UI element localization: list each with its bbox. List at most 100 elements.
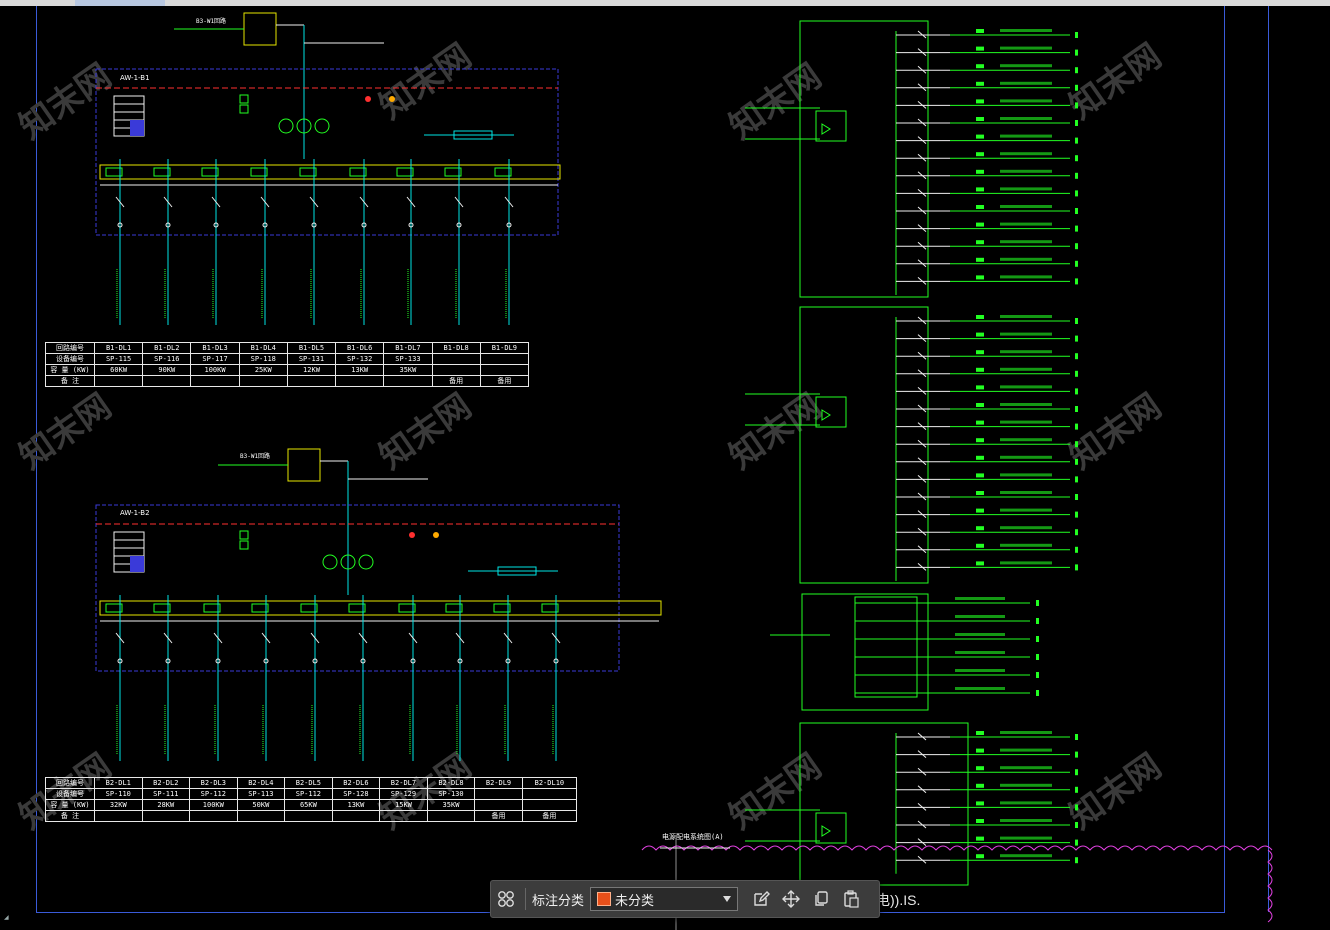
- feeder-node: [165, 222, 171, 228]
- distribution-panel: [799, 722, 969, 886]
- meter-box: [153, 603, 171, 613]
- feeder-breaker: [408, 632, 418, 644]
- row-header-cell: 备 注: [45, 810, 95, 822]
- legend-fill: [130, 120, 144, 136]
- feeder-breaker: [261, 632, 271, 644]
- branch-end-mark: [1075, 155, 1078, 162]
- table-cell: [142, 375, 192, 387]
- table-cell: B2-DL5: [284, 777, 333, 789]
- branch-breaker: [917, 316, 927, 325]
- branch-end-mark: [1075, 857, 1078, 864]
- branch-spec: [1000, 152, 1052, 156]
- bottom-system-title: 电源配电系统图(A): [662, 833, 724, 841]
- table-cell: B2-DL2: [141, 777, 191, 789]
- branch-breaker: [917, 206, 927, 215]
- distribution-panel-small: [801, 593, 929, 711]
- branch-spec: [1000, 819, 1052, 822]
- branch-label: [976, 332, 984, 337]
- branch-end-mark: [1075, 441, 1078, 448]
- table-cell: [431, 353, 481, 365]
- branch-breaker: [917, 241, 927, 250]
- title-block-border-outer: [1268, 6, 1269, 912]
- meter-box: [349, 167, 367, 177]
- branch-breaker: [917, 457, 927, 466]
- drawing-caption-partial: 电)).IS.: [876, 892, 921, 908]
- branch-spec: [1000, 491, 1052, 494]
- feeder-node: [117, 658, 123, 664]
- feeder-node: [262, 222, 268, 228]
- red-indicator-icon: [409, 532, 415, 538]
- branch-label: [976, 187, 984, 192]
- branch-spec: [1000, 854, 1052, 858]
- branch-spec: [955, 615, 1005, 618]
- feeder-node: [410, 658, 416, 664]
- table-cell: SP-115: [93, 353, 144, 365]
- branch-label: [976, 766, 984, 771]
- branch-spec: [1000, 46, 1052, 50]
- branch-label: [976, 385, 984, 390]
- cabinet-outline: [95, 504, 620, 672]
- row-header-cell: 设备编号: [45, 353, 95, 365]
- table-cell: [479, 353, 530, 365]
- table-cell: SP-112: [189, 788, 238, 800]
- feeder-node: [312, 658, 318, 664]
- feeder-node: [165, 658, 171, 664]
- branch-breaker: [917, 48, 927, 56]
- chevron-down-icon: [723, 896, 732, 902]
- document-tab[interactable]: [75, 0, 165, 6]
- branch-breaker: [917, 563, 927, 571]
- table-cell: SP-112: [284, 788, 333, 800]
- branch-end-mark: [1075, 260, 1078, 267]
- contactor-icon: [821, 123, 831, 135]
- branch-breaker: [917, 277, 927, 285]
- table-cell: SP-128: [331, 788, 381, 800]
- paste-icon[interactable]: [836, 884, 866, 914]
- meter-box: [153, 167, 171, 177]
- move-icon[interactable]: [776, 884, 806, 914]
- distribution-panel: [799, 306, 929, 584]
- table-row: 备 注备用备用: [45, 375, 530, 387]
- panel-2-incoming-label: B3-W1回路: [240, 453, 271, 460]
- branch-spec: [1000, 332, 1052, 336]
- branch-end-mark: [1075, 243, 1078, 250]
- branch-breaker: [917, 65, 927, 74]
- branch-end-mark: [1075, 278, 1078, 285]
- branch-end-mark: [1075, 190, 1078, 197]
- table-cell: [286, 375, 337, 387]
- branch-breaker: [917, 732, 927, 741]
- feeder-breaker: [213, 632, 223, 644]
- table-cell: [474, 788, 523, 800]
- branch-spec: [1000, 403, 1052, 406]
- table-cell: [141, 810, 191, 822]
- branch-breaker: [917, 545, 927, 554]
- table-cell: SP-118: [238, 353, 288, 365]
- current-transformer-icon: [340, 554, 356, 570]
- feeder-node: [311, 222, 317, 228]
- table-cell: [521, 788, 578, 800]
- edit-icon[interactable]: [746, 884, 776, 914]
- table-cell: 100KW: [190, 364, 240, 376]
- copy-icon[interactable]: [806, 884, 836, 914]
- feeder-breaker: [359, 196, 369, 208]
- branch-spec: [1000, 438, 1052, 442]
- meter-box: [445, 603, 463, 613]
- annotation-toolbar: 标注分类 未分类: [490, 880, 880, 918]
- branch-label: [976, 455, 984, 460]
- feeder-breaker: [503, 632, 513, 644]
- busbar: [99, 164, 561, 180]
- branch-breaker: [917, 510, 927, 518]
- table-cell: [479, 364, 530, 376]
- category-dropdown[interactable]: 未分类: [590, 887, 739, 911]
- current-transformer-icon: [296, 118, 312, 134]
- toolbar-divider: [525, 888, 526, 910]
- panel-2-name: AW-1-B2: [120, 509, 150, 517]
- branch-label: [976, 543, 984, 548]
- table-cell: 13KW: [331, 799, 381, 811]
- grid-view-icon[interactable]: [491, 884, 521, 914]
- table-cell: 备用: [479, 375, 530, 387]
- branch-label: [976, 117, 984, 121]
- table-cell: [93, 375, 144, 387]
